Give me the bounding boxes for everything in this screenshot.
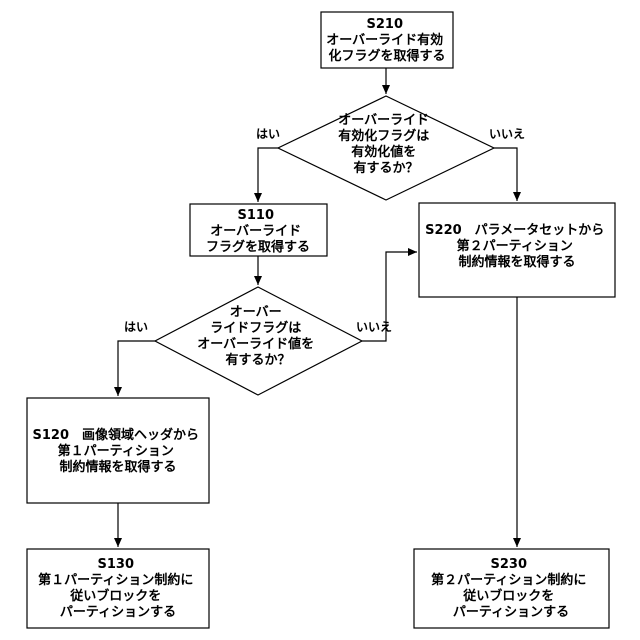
s220-line-3: 制約情報を取得する [458, 254, 575, 270]
s230-line-2: 第２パーティション制約に [431, 572, 586, 588]
process-s110: S110 オーバーライド フラグを取得する [190, 204, 327, 256]
process-s230: S230 第２パーティション制約に 従いブロックを パーティションする [414, 549, 609, 628]
process-s120: S120 画像領域ヘッダから 第１パーティション 制約情報を取得する [27, 398, 209, 503]
s120-line-3: 制約情報を取得する [59, 459, 176, 475]
d2-no-label: いいえ [356, 320, 392, 334]
edge-d1-no-to-s220 [494, 148, 517, 201]
s210-line-2: オーバーライド有効 [326, 32, 443, 48]
s230-line-4: パーティションする [453, 605, 569, 620]
s110-line-3: フラグを取得する [206, 239, 310, 255]
s230-line-3: 従いブロックを [462, 588, 554, 604]
s110-line-2: オーバーライド [210, 224, 301, 239]
d2-line-4: 有するか？ [225, 352, 290, 368]
s120-line-1: S120 画像領域ヘッダから [32, 427, 199, 443]
d1-line-4: 有するか？ [353, 160, 418, 176]
s210-line-1: S210 [366, 17, 403, 32]
d2-line-2: ライドフラグは [210, 320, 301, 336]
d1-line-1: オーバーライド [338, 113, 429, 128]
d1-line-3: 有効化値を [351, 144, 416, 160]
s130-line-3: 従いブロックを [69, 588, 161, 604]
d1-no-label: いいえ [489, 127, 525, 141]
d2-line-1: オーバー [230, 305, 282, 320]
d2-line-3: オーバーライド値を [197, 336, 314, 352]
s130-line-2: 第１パーティション制約に [38, 572, 193, 588]
s120-line-2: 第１パーティション [58, 443, 174, 459]
d1-line-2: 有効化フラグは [338, 128, 429, 144]
s110-line-1: S110 [237, 208, 274, 223]
edge-d2-yes-to-s120 [118, 341, 155, 396]
process-s130: S130 第１パーティション制約に 従いブロックを パーティションする [27, 549, 209, 628]
process-s220: S220 パラメータセットから 第２パーティション 制約情報を取得する [419, 203, 615, 297]
s130-line-4: パーティションする [60, 605, 176, 620]
d1-yes-label: はい [256, 127, 280, 141]
decision-override-flag: オーバー ライドフラグは オーバーライド値を 有するか？ [155, 287, 362, 395]
decision-override-enable-flag: オーバーライド 有効化フラグは 有効化値を 有するか？ [278, 96, 494, 200]
s210-line-3: 化フラグを取得する [328, 48, 445, 64]
s130-line-1: S130 [97, 557, 134, 572]
edge-d1-yes-to-s110 [258, 148, 278, 202]
process-s210: S210 オーバーライド有効 化フラグを取得する [321, 12, 453, 68]
s230-line-1: S230 [490, 557, 527, 572]
s220-line-2: 第２パーティション [457, 238, 573, 254]
s220-line-1: S220 パラメータセットから [425, 223, 604, 238]
d2-yes-label: はい [124, 320, 148, 334]
